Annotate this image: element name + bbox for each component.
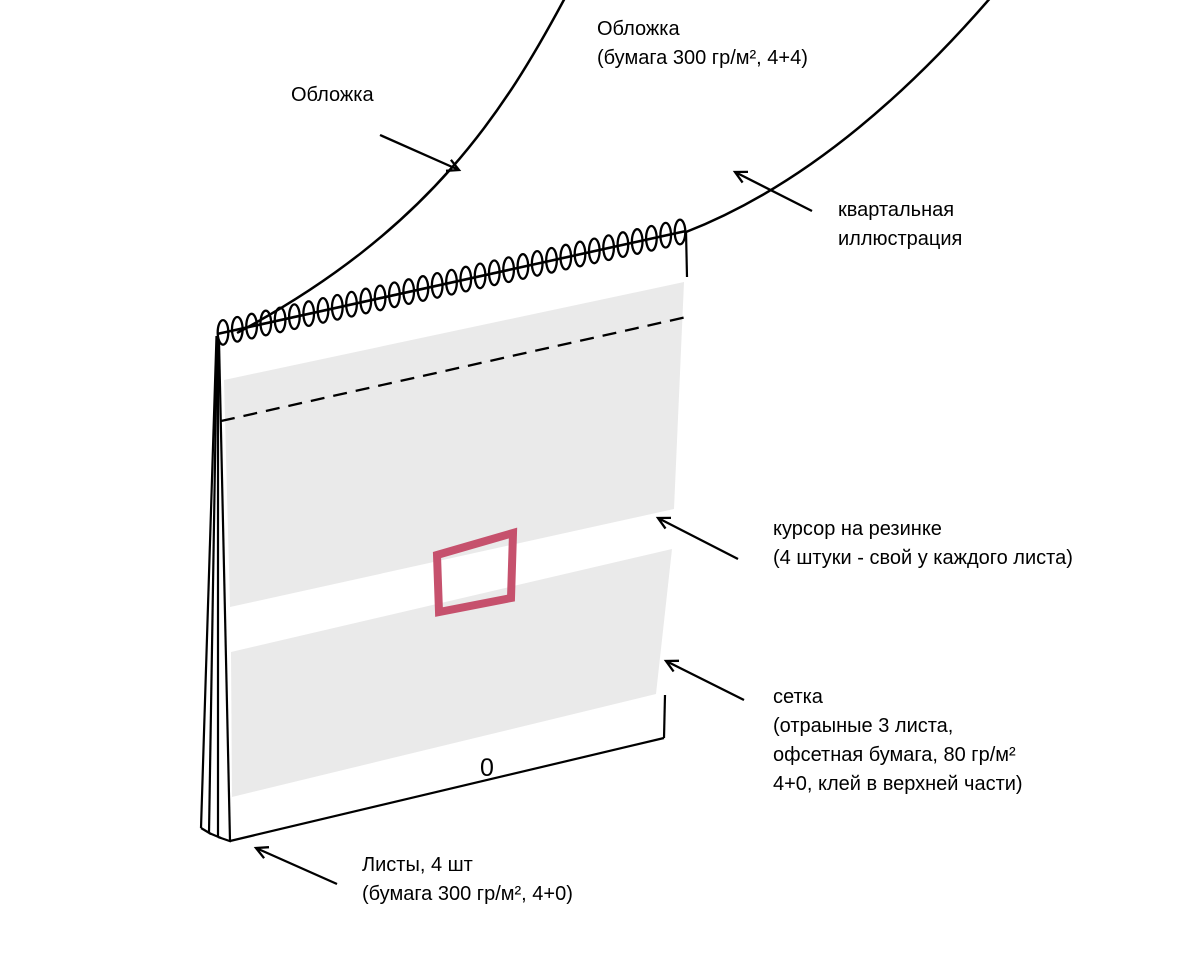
right-edge-top [684,230,689,278]
fold-dashed-line [220,314,692,423]
quarterly-illustration-label: квартальная иллюстрация [838,199,963,250]
spiral-binding [216,218,687,346]
annotation-arrows [253,133,813,886]
cover-curve-left [236,0,566,335]
cursor-arrow [655,516,739,561]
cover-left-arrow [379,133,462,172]
cover-curve-right [685,0,991,234]
sheet-edges [199,335,232,843]
sheet-edge-1 [217,340,232,842]
grid-arrow [663,659,745,702]
sheet-edge-4 [199,335,218,829]
zero-mark: 0 [480,754,494,782]
bottom-edge [229,736,665,843]
grid-band-bottom [231,549,672,797]
cover-left-label: Обложка [291,84,374,106]
grid-band-top [224,282,684,607]
spine-line [216,229,687,336]
cursor-rectangle [432,527,518,617]
grid-label: сетка (отраыные 3 листа, офсетная бумага… [773,686,1023,795]
quarterly-illustration-arrow [732,170,813,213]
sheets-label: Листы, 4 шт (бумага 300 гр/м², 4+0) [362,854,573,905]
cursor-label: курсор на резинке (4 штуки - свой у кажд… [773,518,1073,569]
right-edge-bottom [662,694,667,739]
sheet-edge-3 [207,337,219,834]
cover-top-label: Обложка (бумага 300 гр/м², 4+4) [597,18,808,69]
sheet-corner-stub-2 [217,835,232,843]
sheets-arrow [253,846,338,886]
